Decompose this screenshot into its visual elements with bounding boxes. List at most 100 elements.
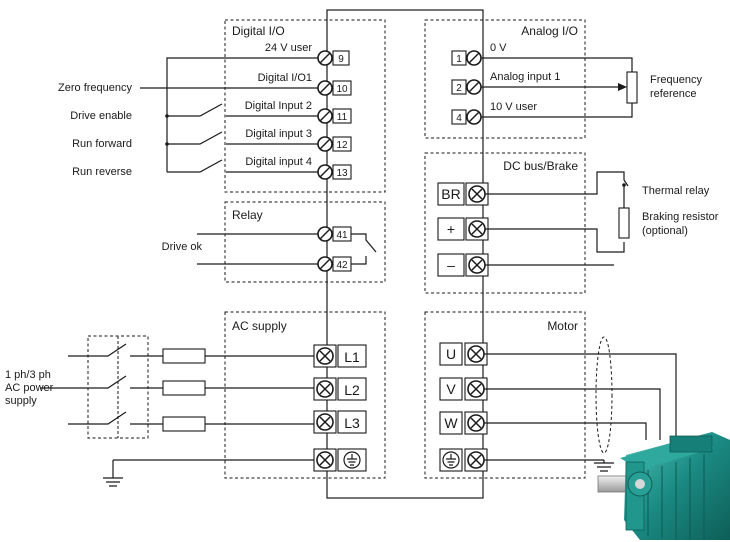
wiper-arrow-icon <box>618 83 627 91</box>
terminal-1-number: 1 <box>456 54 462 65</box>
relay-title: Relay <box>232 208 263 222</box>
digital-io-section <box>224 19 386 193</box>
terminal-minus-label: – <box>447 257 455 273</box>
terminal-v-label: V <box>446 381 456 397</box>
run-forward-switch <box>167 131 318 145</box>
terminal-l1-label: L1 <box>344 349 360 365</box>
terminal-11-number: 11 <box>337 112 348 123</box>
terminal-u: U <box>439 342 488 366</box>
terminal-l2: L2 <box>313 377 367 401</box>
frequency-reference-label-line-1: Frequency <box>650 74 702 86</box>
terminal-u-label: U <box>446 346 456 362</box>
dc-bus-section <box>424 152 586 294</box>
terminal-9: 9 <box>317 50 350 66</box>
dc-bus-group: DC bus/Brake BR + – <box>424 152 719 294</box>
drive-enable-label: Drive enable <box>70 110 132 122</box>
terminal-1-label: 0 V <box>490 42 507 54</box>
run-reverse-switch <box>167 159 318 173</box>
dc-bus-title: DC bus/Brake <box>503 159 578 173</box>
isolator-pole-2 <box>40 375 148 389</box>
terminal-10-label: Digital I/O1 <box>258 72 312 84</box>
ground-icon <box>103 477 123 487</box>
ac-supply-label-line-2: AC power <box>5 382 54 394</box>
terminal-br-label: BR <box>441 186 460 202</box>
terminal-41: 41 <box>317 226 352 242</box>
potentiometer-icon <box>626 71 638 104</box>
terminal-br: BR <box>437 182 489 206</box>
terminal-4: 4 <box>451 109 482 125</box>
terminal-2: 2 <box>451 79 482 95</box>
thermal-relay-label: Thermal relay <box>642 185 710 197</box>
ac-supply-section <box>224 311 386 479</box>
motor-section <box>424 311 586 479</box>
motor-group: Motor U V W <box>424 311 730 540</box>
run-forward-label: Run forward <box>72 138 132 150</box>
drive-ok-label: Drive ok <box>162 241 203 253</box>
relay-contact-icon <box>351 233 377 265</box>
ground-icon <box>594 462 614 472</box>
terminal-w-label: W <box>444 415 458 431</box>
terminal-minus: – <box>437 253 489 277</box>
relay-group: Relay 41 42 Drive ok <box>162 201 386 283</box>
common-24v-wire <box>166 57 318 172</box>
terminal-w: W <box>439 411 488 435</box>
digital-io-group: Digital I/O 24 V user Digital I/O1 Digit… <box>58 19 386 193</box>
fuse-l2 <box>162 380 206 396</box>
terminal-13-number: 13 <box>336 168 348 179</box>
fuse-l1 <box>162 348 206 364</box>
terminal-l3: L3 <box>313 410 367 434</box>
braking-resistor-label-line-1: Braking resistor <box>642 211 719 223</box>
terminal-v: V <box>439 377 488 401</box>
terminal-42: 42 <box>317 256 352 272</box>
analog-io-section <box>424 19 586 139</box>
frequency-reference-label-line-2: reference <box>650 88 696 100</box>
terminal-42-number: 42 <box>336 260 348 271</box>
terminal-12-number: 12 <box>336 140 348 151</box>
terminal-11-label: Digital Input 2 <box>245 100 312 112</box>
drive-enable-switch <box>167 103 318 117</box>
terminal-12: 12 <box>317 136 352 152</box>
isolator-pole-1 <box>68 343 148 357</box>
terminal-2-number: 2 <box>456 83 462 94</box>
terminal-10: 10 <box>317 80 352 96</box>
terminal-motor-pe <box>439 448 488 472</box>
ac-supply-title: AC supply <box>232 319 287 333</box>
terminal-11: 11 <box>317 108 352 124</box>
terminal-12-label: Digital input 3 <box>245 128 312 140</box>
terminal-13: 13 <box>317 164 352 180</box>
analog-io-title: Analog I/O <box>521 24 578 38</box>
terminal-l2-label: L2 <box>344 382 360 398</box>
terminal-41-number: 41 <box>336 230 348 241</box>
terminal-10-number: 10 <box>336 84 348 95</box>
terminal-pe <box>313 448 367 472</box>
ac-supply-label-line-3: supply <box>5 395 37 407</box>
isolator-pole-3 <box>68 411 148 425</box>
terminal-plus: + <box>437 217 489 241</box>
relay-section <box>224 201 386 283</box>
ac-supply-label-line-1: 1 ph/3 ph <box>5 369 51 381</box>
terminal-l1: L1 <box>313 344 367 368</box>
terminal-2-label: Analog input 1 <box>490 71 560 83</box>
terminal-4-number: 4 <box>456 113 462 124</box>
digital-io-title: Digital I/O <box>232 24 285 38</box>
earth-icon <box>343 451 361 469</box>
terminal-9-label: 24 V user <box>265 42 312 54</box>
fuse-l3 <box>162 416 206 432</box>
terminal-9-number: 9 <box>338 54 344 65</box>
braking-resistor-label-line-2: (optional) <box>642 225 688 237</box>
ac-supply-group: AC supply L1 L2 L3 <box>5 311 386 487</box>
earth-icon <box>442 451 460 469</box>
motor-title: Motor <box>547 319 578 333</box>
thermal-relay-icon <box>622 179 629 190</box>
terminal-1: 1 <box>451 50 482 66</box>
motor-icon <box>597 432 730 540</box>
braking-resistor-icon <box>618 207 630 239</box>
terminal-l3-label: L3 <box>344 415 360 431</box>
terminal-4-label: 10 V user <box>490 101 537 113</box>
cable-screen-icon <box>595 336 613 454</box>
analog-io-group: Analog I/O 1 2 4 0 V Analog input 1 10 V… <box>424 19 702 139</box>
terminal-13-label: Digital input 4 <box>245 156 312 168</box>
zero-frequency-label: Zero frequency <box>58 82 132 94</box>
run-reverse-label: Run reverse <box>72 166 132 178</box>
